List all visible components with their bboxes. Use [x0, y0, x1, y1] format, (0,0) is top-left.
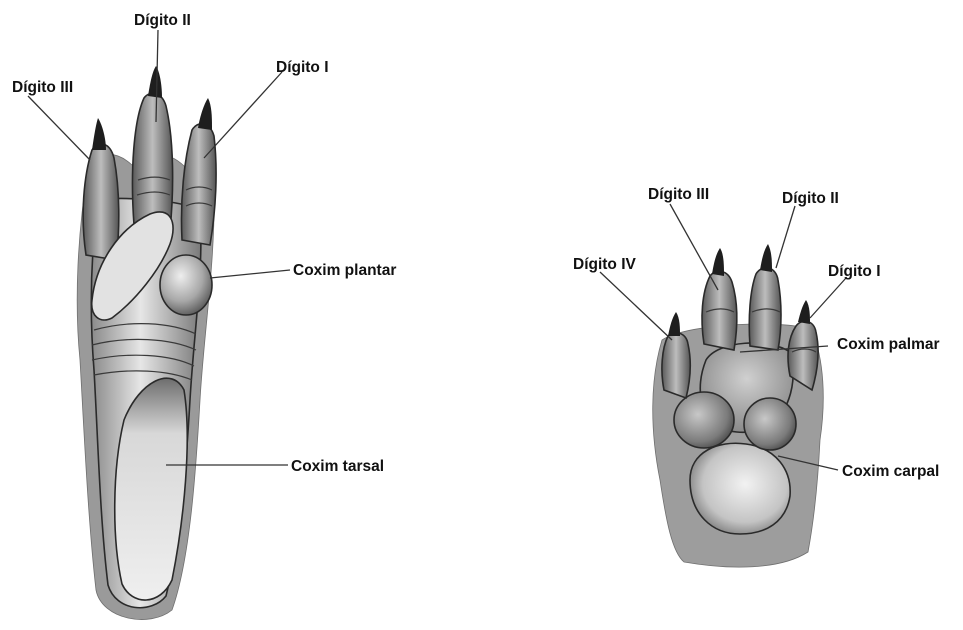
hind-digit-2	[132, 93, 172, 230]
fore-digit-1-claw	[798, 300, 810, 324]
leader-fore-digit-4	[600, 272, 672, 340]
hind-foot-plantar-pad	[160, 255, 212, 315]
fore-foot-pad-left	[674, 392, 734, 448]
hind-digit-1-claw	[198, 98, 212, 130]
fore-foot-carpal-pad	[690, 443, 790, 534]
leader-hind-plantar	[210, 270, 290, 278]
leader-hind-digit-3	[28, 96, 90, 160]
label-hind-digit-1: Dígito I	[276, 59, 329, 76]
leader-fore-digit-2	[776, 206, 795, 268]
leader-fore-digit-1	[810, 278, 846, 318]
fore-digit-4-claw	[668, 312, 680, 336]
hind-foot-illustration	[77, 66, 216, 620]
label-fore-digit-4: Dígito IV	[573, 256, 637, 273]
label-fore-digit-2: Dígito II	[782, 190, 839, 207]
leader-fore-digit-3	[670, 204, 718, 290]
hind-digit-2-claw	[148, 66, 162, 98]
label-hind-digit-2: Dígito II	[134, 12, 191, 29]
label-hind-plantar-pad: Coxim plantar	[293, 262, 396, 279]
fore-foot-pad-right	[744, 398, 796, 450]
label-fore-digit-3: Dígito III	[648, 186, 709, 203]
fore-digit-3-claw	[712, 248, 724, 276]
fore-digit-2-claw	[760, 244, 772, 272]
label-hind-digit-3: Dígito III	[12, 79, 73, 96]
fore-foot-illustration	[653, 244, 824, 567]
label-fore-palmar-pad: Coxim palmar	[837, 336, 940, 353]
label-fore-digit-1: Dígito I	[828, 263, 881, 280]
hind-digit-1	[181, 124, 216, 245]
label-hind-tarsal-pad: Coxim tarsal	[291, 458, 384, 475]
leader-hind-digit-1	[204, 72, 282, 158]
fore-digit-4	[662, 333, 690, 398]
hind-digit-3	[83, 144, 119, 260]
label-fore-carpal-pad: Coxim carpal	[842, 463, 939, 480]
hind-digit-3-claw	[92, 118, 106, 150]
